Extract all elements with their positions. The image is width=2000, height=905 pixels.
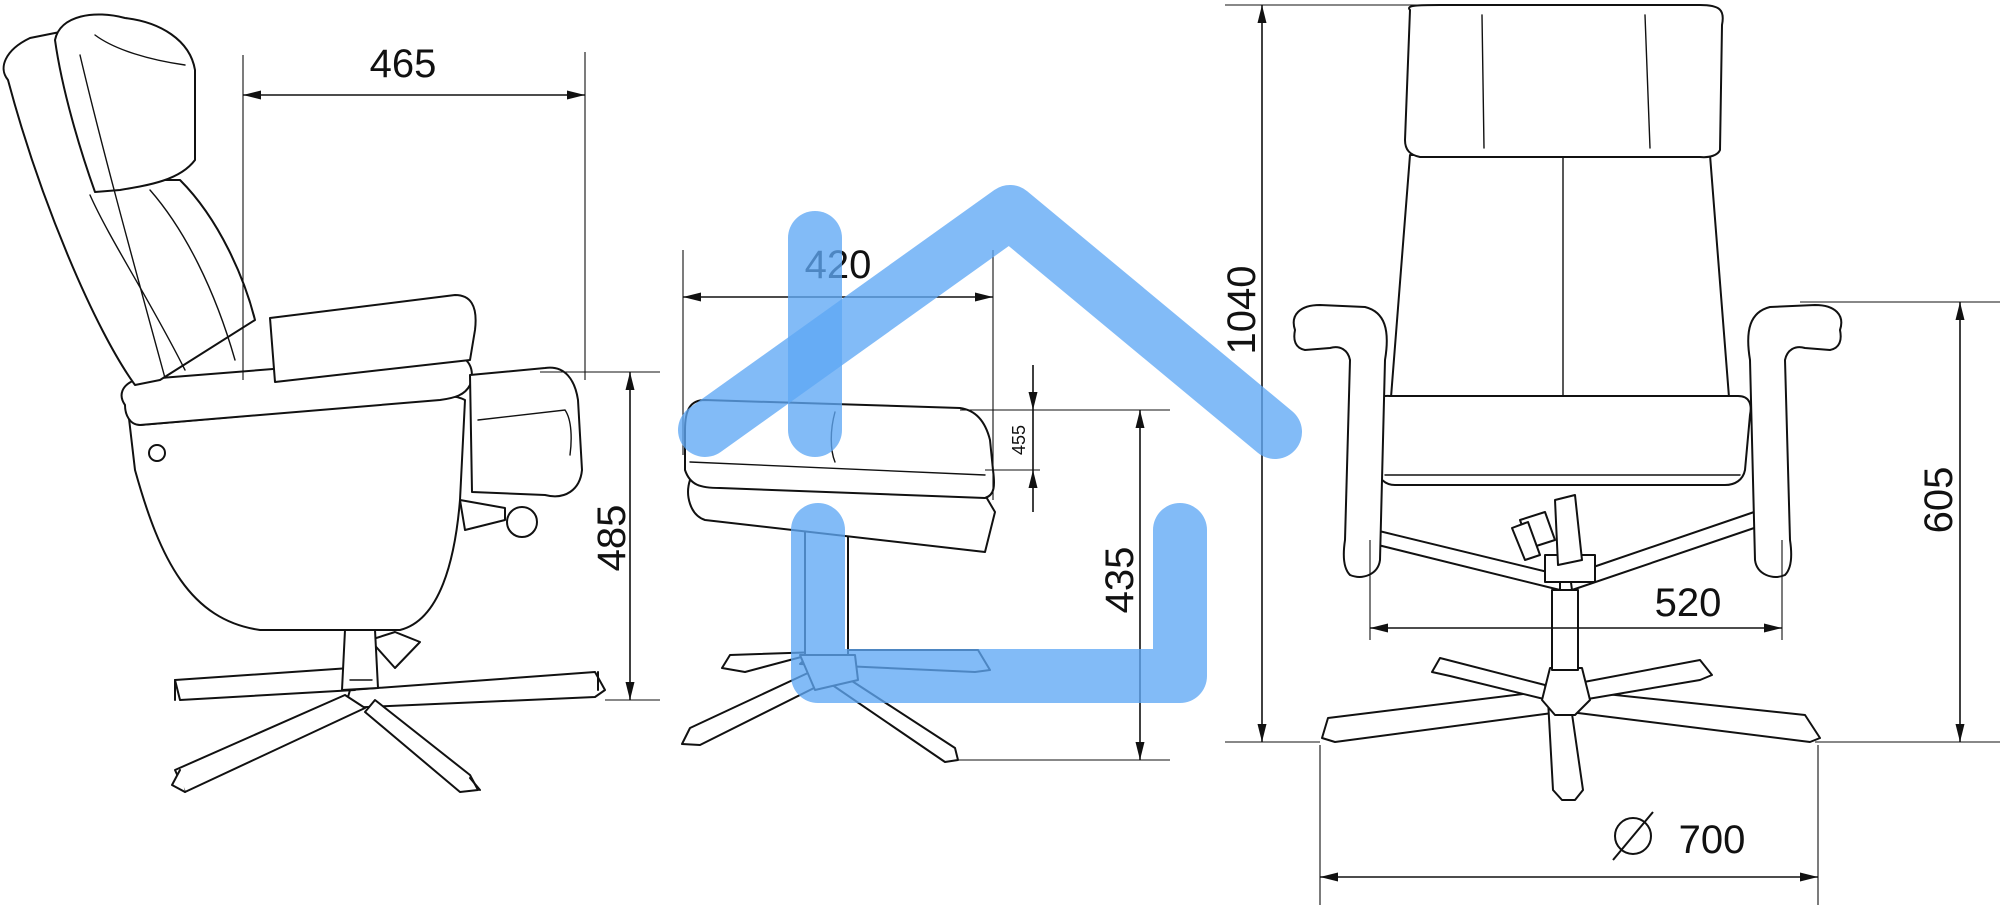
chair-front-hub — [1541, 667, 1591, 716]
chair-side-footrest — [469, 366, 583, 498]
chair-front-backrest — [1389, 154, 1731, 411]
chair-side-body — [127, 395, 466, 631]
recline-knob-icon — [148, 444, 166, 462]
ottoman-thickness-label: 455 — [1009, 425, 1029, 455]
chair-front-view — [1292, 4, 1843, 801]
chair-armrest-height-dimension: 605 — [1800, 301, 2000, 743]
chair-front-column — [1551, 589, 1579, 671]
chair-side-caster — [506, 506, 538, 538]
chair-total-height-dimension: 1040 — [1220, 4, 1440, 743]
house-watermark-icon — [678, 185, 1302, 703]
ottoman-height-dimension: 435 — [955, 409, 1170, 761]
chair-armrest-height-label: 605 — [1917, 467, 1961, 534]
chair-side-backrest — [2, 31, 256, 386]
chair-side-headrest — [54, 13, 196, 193]
chair-depth-label: 465 — [370, 42, 437, 86]
base-diameter-dimension: 700 — [1319, 745, 1819, 905]
chair-side-view — [2, 13, 606, 793]
chair-seat-width-label: 520 — [1655, 581, 1722, 625]
chair-seat-height-dimension: 485 — [540, 371, 660, 701]
chair-front-seat — [1375, 394, 1752, 486]
chair-seat-width-dimension: 520 — [1369, 540, 1783, 640]
chair-side-armrest — [269, 294, 477, 383]
ottoman-height-label: 435 — [1098, 547, 1142, 614]
diameter-symbol-icon — [1612, 811, 1654, 861]
chair-front-left-armrest — [1292, 304, 1388, 578]
chair-depth-dimension: 465 — [242, 42, 586, 380]
base-diameter-label: 700 — [1679, 818, 1746, 862]
chair-total-height-label: 1040 — [1220, 266, 1264, 355]
chair-side-base — [171, 629, 606, 793]
ottoman-cushion-bottom — [687, 479, 996, 553]
chair-seat-height-label: 485 — [590, 505, 634, 572]
chair-front-headrest — [1404, 4, 1724, 159]
chair-front-right-armrest — [1747, 304, 1843, 578]
